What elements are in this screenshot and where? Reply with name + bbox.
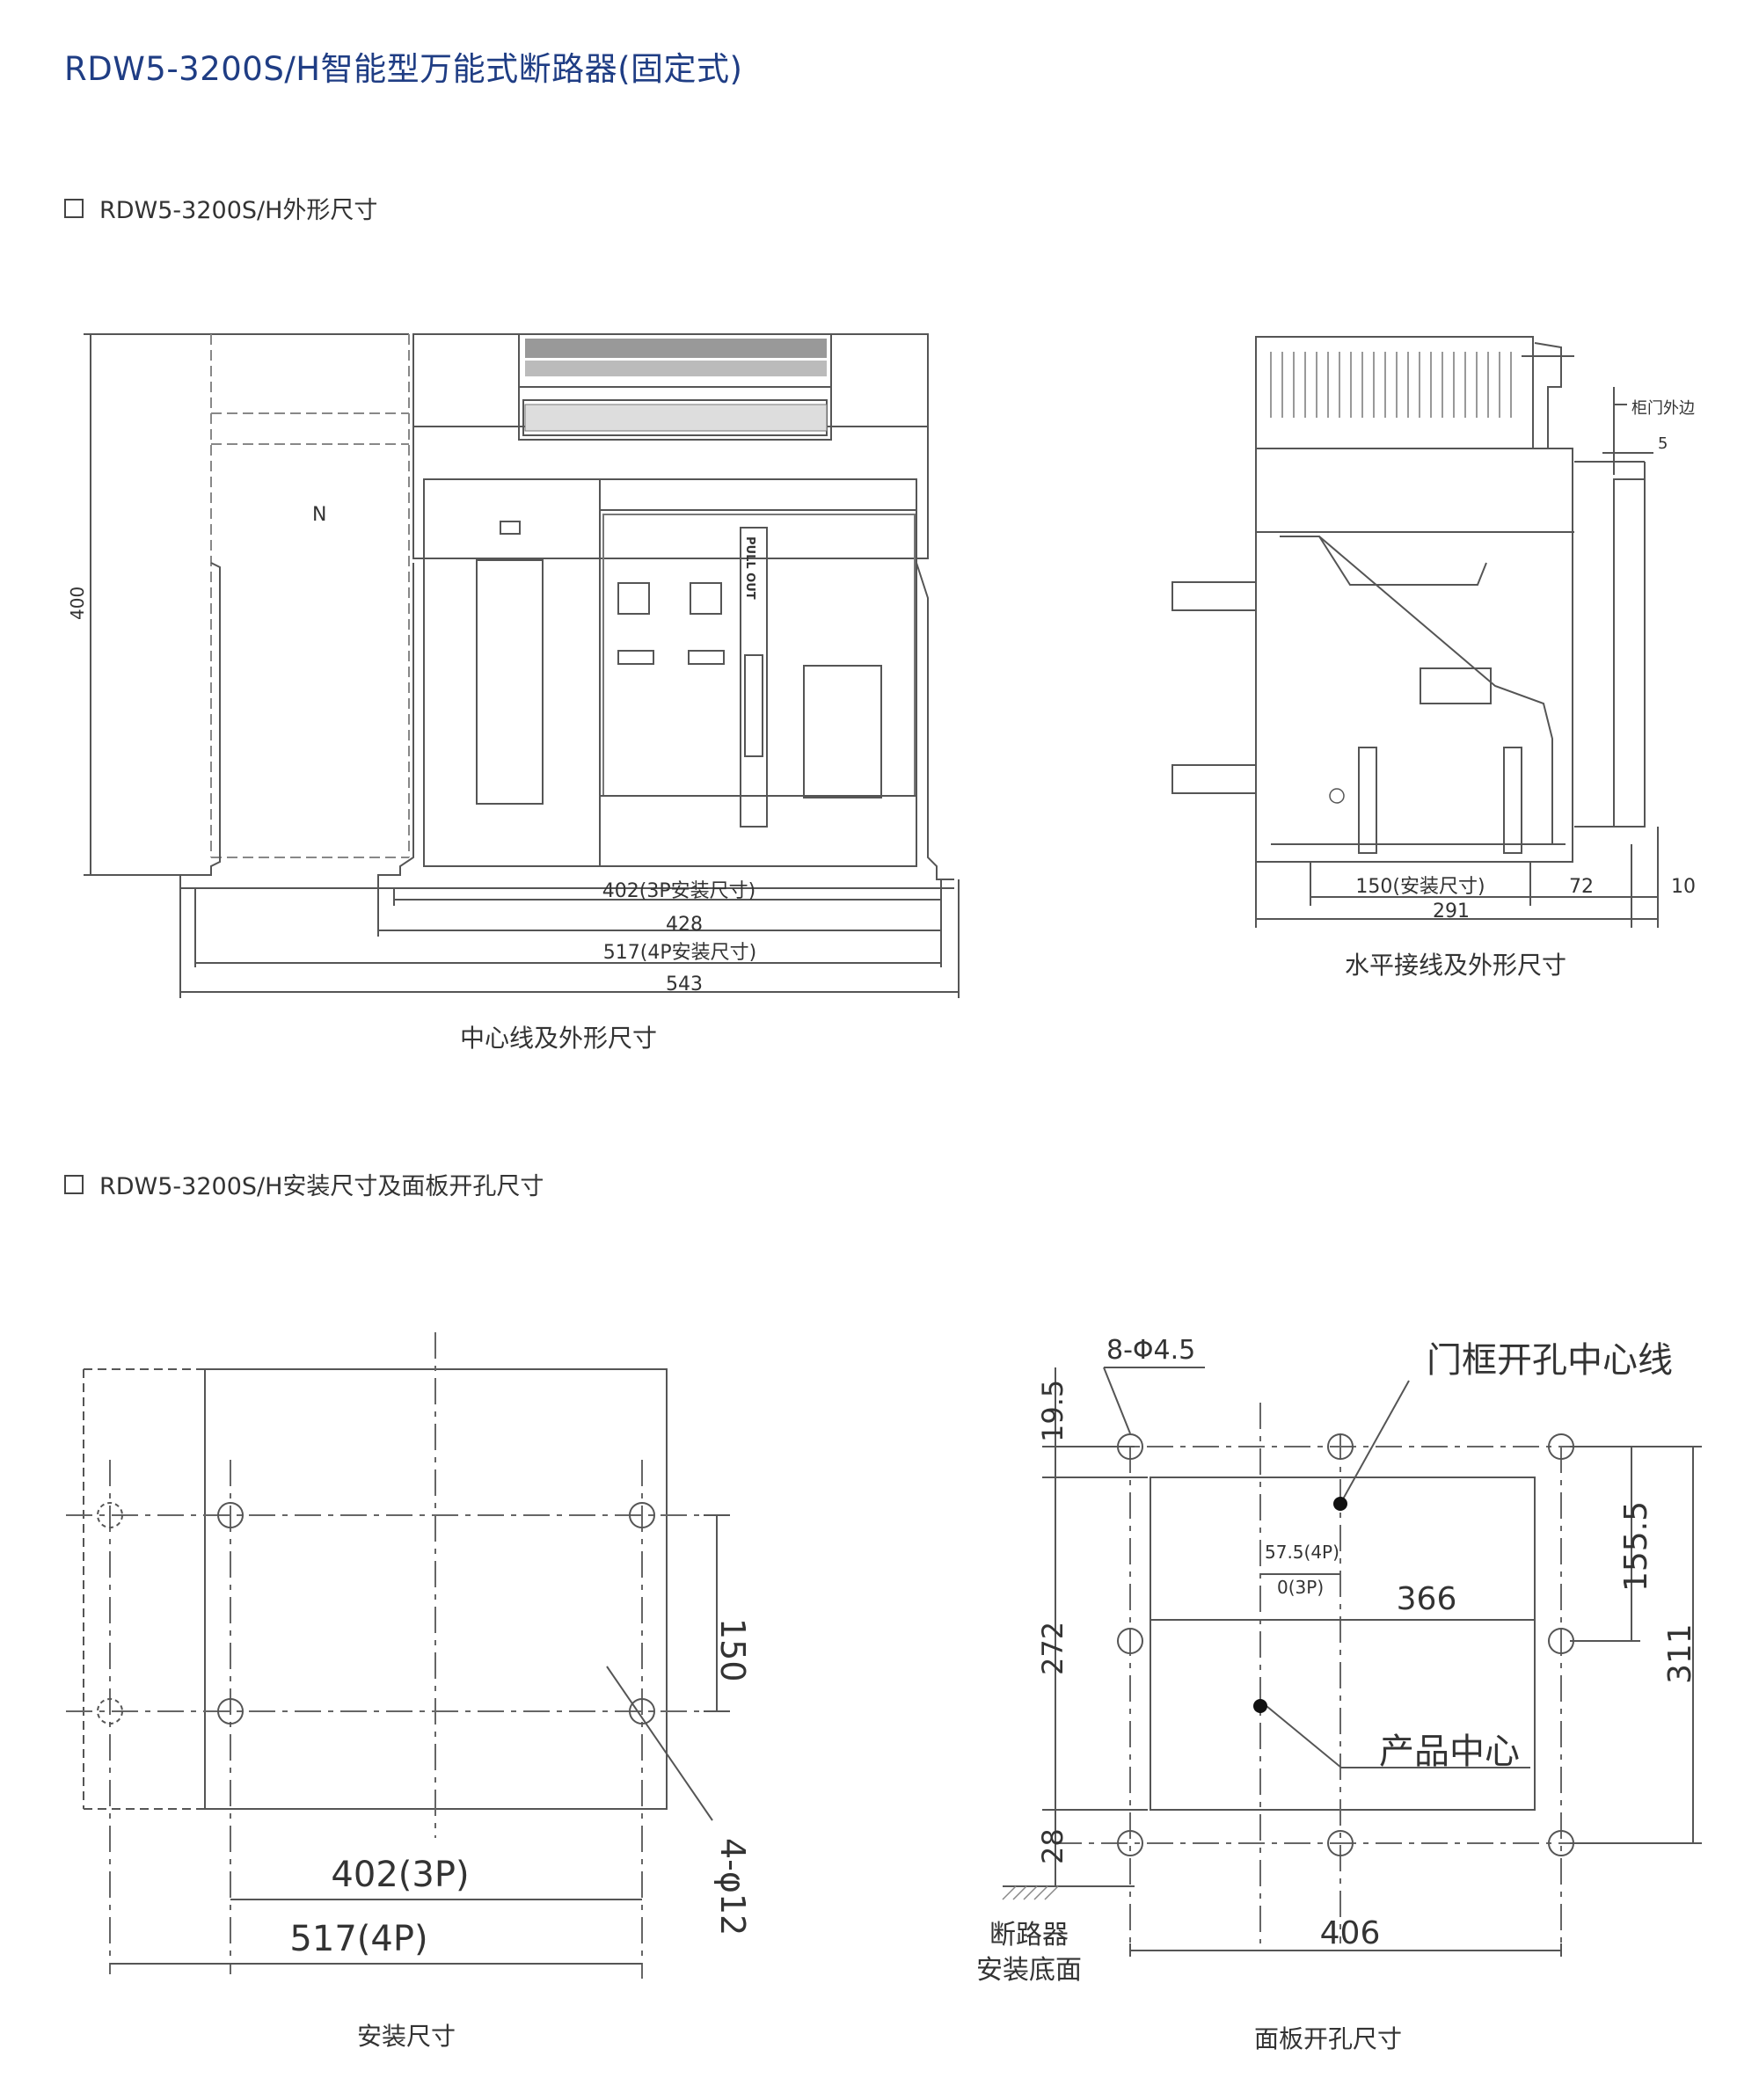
side-dim-72: 72 — [1569, 876, 1594, 898]
section-heading-mounting-label: RDW5-3200S/H安装尺寸及面板开孔尺寸 — [99, 1173, 544, 1200]
mount-dim-402: 402(3P) — [331, 1855, 469, 1895]
door-center-dot — [1333, 1497, 1347, 1511]
base-label-line2: 安装底面 — [976, 1955, 1082, 1986]
panel-dim-406: 406 — [1320, 1915, 1381, 1951]
panel-dim-311: 311 — [1662, 1623, 1698, 1684]
panel-holes-label: 8-Φ4.5 — [1106, 1335, 1195, 1366]
front-dim-517: 517(4P安装尺寸) — [603, 942, 756, 964]
panel-dim-28: 28 — [1036, 1828, 1069, 1864]
panel-dim-0: 0(3P) — [1277, 1577, 1324, 1598]
base-hatch — [1002, 1885, 1059, 1900]
section-heading-mounting: RDW5-3200S/H安装尺寸及面板开孔尺寸 — [64, 1167, 544, 1201]
checkbox-square-icon — [64, 1174, 84, 1194]
front-dim-543: 543 — [666, 973, 703, 995]
front-dim-height: 400 — [67, 587, 88, 620]
pull-out-label: PULL OUT — [743, 536, 756, 600]
side-view-caption: 水平接线及外形尺寸 — [1345, 951, 1566, 980]
front-dim-428: 428 — [666, 914, 703, 936]
page-title: RDW5-3200S/H智能型万能式断路器(固定式) — [64, 50, 743, 88]
pole-n-label: N — [312, 504, 326, 526]
panel-view-caption: 面板开孔尺寸 — [1254, 2024, 1402, 2053]
panel-dim-155-5: 155.5 — [1618, 1501, 1654, 1592]
mount-dim-150: 150 — [713, 1618, 752, 1682]
panel-dim-57-5: 57.5(4P) — [1265, 1542, 1339, 1563]
ground-icon — [1329, 788, 1345, 804]
door-center-label: 门框开孔中心线 — [1427, 1340, 1673, 1381]
side-dim-150: 150(安装尺寸) — [1355, 876, 1485, 898]
panel-dim-19-5: 19.5 — [1036, 1380, 1069, 1442]
side-dim-5: 5 — [1658, 434, 1668, 453]
section-heading-outline: RDW5-3200S/H外形尺寸 — [64, 191, 377, 225]
panel-dim-366: 366 — [1397, 1581, 1457, 1617]
mount-dim-517: 517(4P) — [289, 1919, 427, 1959]
front-dim-402: 402(3P安装尺寸) — [602, 880, 755, 902]
panel-dim-272: 272 — [1036, 1622, 1069, 1675]
side-dim-291: 291 — [1433, 901, 1470, 922]
mount-view-caption: 安装尺寸 — [357, 2022, 456, 2051]
front-view-caption: 中心线及外形尺寸 — [460, 1024, 657, 1053]
section-heading-outline-label: RDW5-3200S/H外形尺寸 — [99, 197, 378, 224]
checkbox-square-icon — [64, 198, 84, 218]
product-center-dot — [1253, 1699, 1267, 1713]
door-edge-label: 柜门外边 — [1631, 399, 1695, 418]
product-center-label: 产品中心 — [1379, 1732, 1520, 1772]
side-dim-10: 10 — [1671, 876, 1696, 898]
terminal-strip — [524, 339, 828, 432]
mount-holes-label: 4-φ12 — [713, 1838, 752, 1936]
base-label-line1: 断路器 — [989, 1920, 1069, 1951]
vent-slots — [1270, 352, 1512, 418]
